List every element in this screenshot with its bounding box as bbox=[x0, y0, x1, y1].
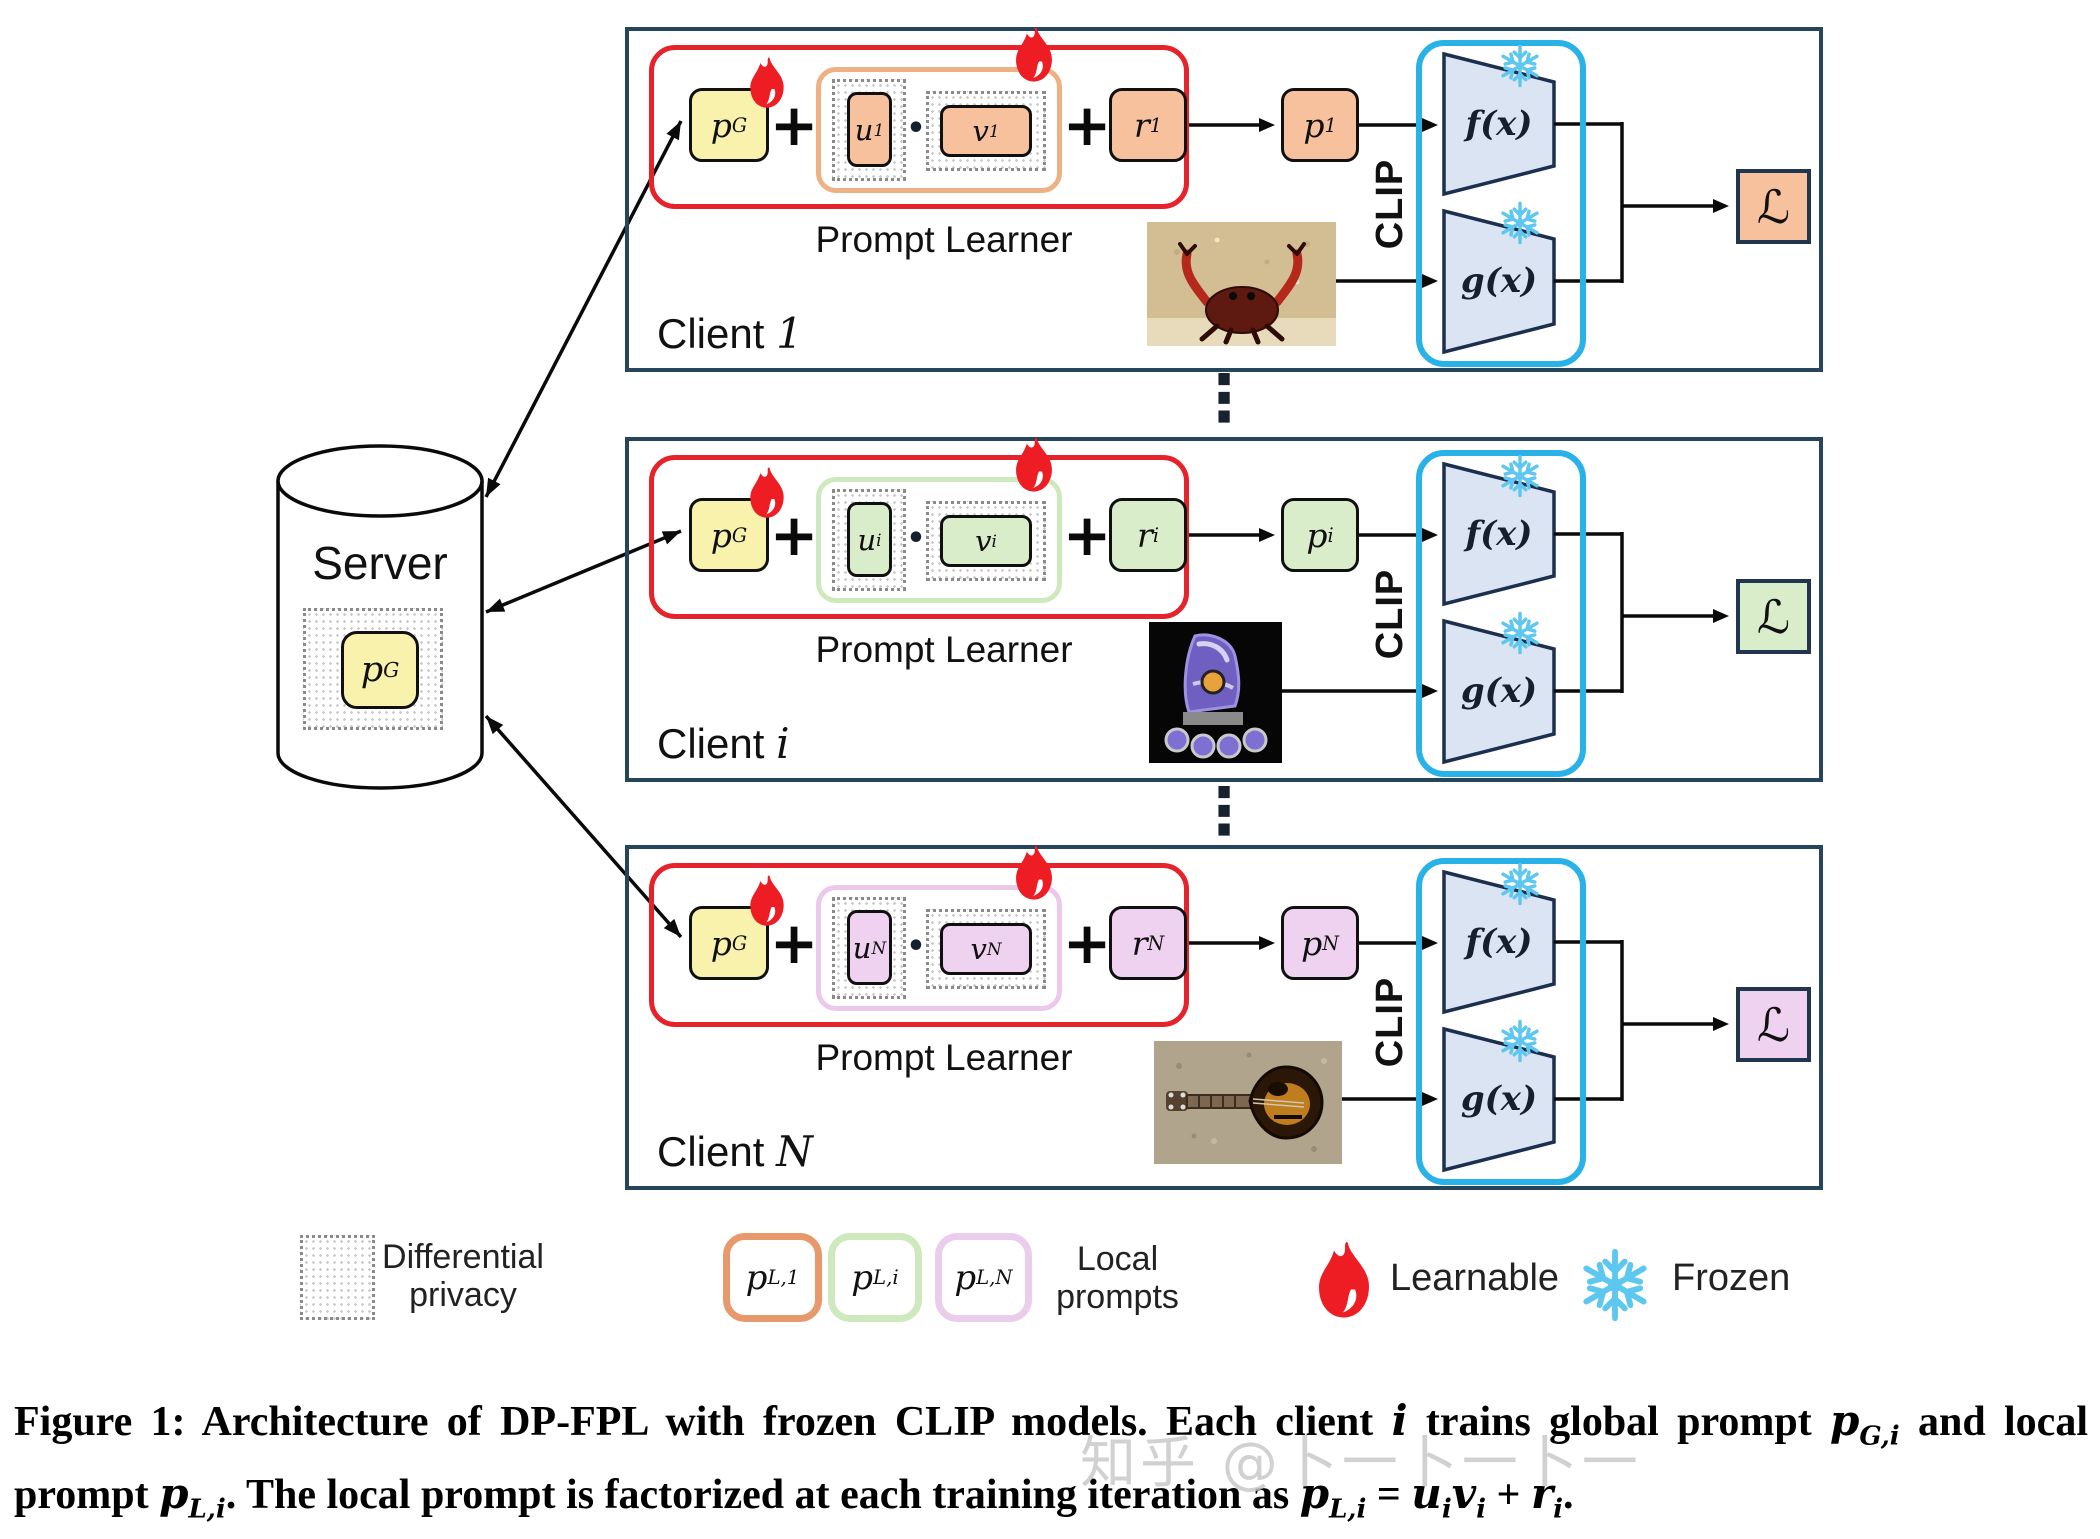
image-encoder-trapezoid bbox=[1442, 208, 1556, 355]
plus-icon: + bbox=[1062, 501, 1112, 569]
image-encoder-label: g(x) bbox=[1460, 261, 1538, 301]
server-cylinder-top bbox=[276, 444, 484, 518]
image-encoder-trapezoid bbox=[1442, 1026, 1556, 1173]
client-wiring bbox=[1189, 869, 1729, 1173]
flame-icon bbox=[747, 875, 787, 927]
legend-local-prompts-label: Local prompts bbox=[1056, 1240, 1179, 1316]
snowflake-icon bbox=[1497, 43, 1543, 89]
plus-icon: + bbox=[769, 909, 819, 977]
client-wiring bbox=[1189, 51, 1729, 355]
text-encoder-label: f(x) bbox=[1465, 104, 1533, 144]
legend-dp-label: Differential privacy bbox=[382, 1238, 544, 1314]
clip-border bbox=[1416, 40, 1586, 367]
loss-box: ℒ bbox=[1736, 987, 1811, 1062]
sample-image-crab bbox=[1147, 222, 1336, 346]
prompt-learner-label: Prompt Learner bbox=[815, 1037, 1073, 1078]
arrow-server-client-N bbox=[484, 714, 683, 939]
snowflake-icon bbox=[1497, 610, 1543, 656]
zhihu-watermark: 知乎 @卜一卜一卜一 bbox=[1080, 1431, 1642, 1496]
clip-label: CLIP bbox=[1368, 976, 1411, 1068]
legend-learnable-label: Learnable bbox=[1390, 1257, 1560, 1299]
client-name-label: Client N bbox=[657, 1127, 813, 1176]
server-label: Server bbox=[312, 537, 448, 589]
image-encoder-trapezoid bbox=[1442, 618, 1556, 765]
snowflake-icon bbox=[1576, 1246, 1654, 1324]
arrow-server-client1 bbox=[484, 120, 683, 498]
clip-label: CLIP bbox=[1368, 568, 1411, 660]
snowflake-icon bbox=[1497, 453, 1543, 499]
clip-label: CLIP bbox=[1368, 158, 1411, 250]
text-encoder-trapezoid bbox=[1442, 461, 1556, 607]
legend-frozen-label: Frozen bbox=[1672, 1257, 1791, 1299]
flame-icon bbox=[747, 467, 787, 519]
flame-icon bbox=[1012, 27, 1056, 83]
text-encoder-trapezoid bbox=[1442, 51, 1556, 197]
snowflake-icon bbox=[1497, 861, 1543, 907]
clip-border bbox=[1416, 450, 1586, 777]
text-encoder-trapezoid bbox=[1442, 869, 1556, 1015]
clip-border bbox=[1416, 858, 1586, 1185]
plus-icon: + bbox=[1062, 909, 1112, 977]
figure-caption: Figure 1: Architecture of DP-FPL with fr… bbox=[14, 1396, 2088, 1525]
multiply-dot-icon: • bbox=[906, 929, 926, 964]
image-encoder-label: g(x) bbox=[1460, 671, 1538, 711]
flame-icon bbox=[1012, 437, 1056, 493]
prompt-learner-label: Prompt Learner bbox=[815, 629, 1073, 670]
text-encoder-label: f(x) bbox=[1465, 922, 1533, 962]
client-name-label: Client 1 bbox=[657, 309, 803, 358]
legend-dp-swatch bbox=[300, 1235, 375, 1320]
text-encoder-label: f(x) bbox=[1465, 514, 1533, 554]
loss-box: ℒ bbox=[1736, 169, 1811, 244]
flame-icon bbox=[1315, 1233, 1373, 1328]
image-encoder-label: g(x) bbox=[1460, 1079, 1538, 1119]
loss-box: ℒ bbox=[1736, 579, 1811, 654]
snowflake-icon bbox=[1497, 1018, 1543, 1064]
ellipsis-separator: ⋮ bbox=[1192, 775, 1256, 849]
prompt-learner-label: Prompt Learner bbox=[815, 219, 1073, 260]
multiply-dot-icon: • bbox=[906, 521, 926, 556]
plus-icon: + bbox=[769, 91, 819, 159]
arrow-server-client-i bbox=[485, 529, 682, 614]
ellipsis-separator: ⋮ bbox=[1192, 362, 1256, 436]
client-wiring bbox=[1189, 461, 1729, 765]
flame-icon bbox=[747, 57, 787, 109]
sample-image-mandolin bbox=[1154, 1041, 1342, 1164]
flame-icon bbox=[1012, 845, 1056, 901]
plus-icon: + bbox=[769, 501, 819, 569]
sample-image-skate bbox=[1149, 622, 1282, 763]
client-name-label: Client i bbox=[657, 719, 790, 768]
plus-icon: + bbox=[1062, 91, 1112, 159]
snowflake-icon bbox=[1497, 200, 1543, 246]
multiply-dot-icon: • bbox=[906, 111, 926, 146]
